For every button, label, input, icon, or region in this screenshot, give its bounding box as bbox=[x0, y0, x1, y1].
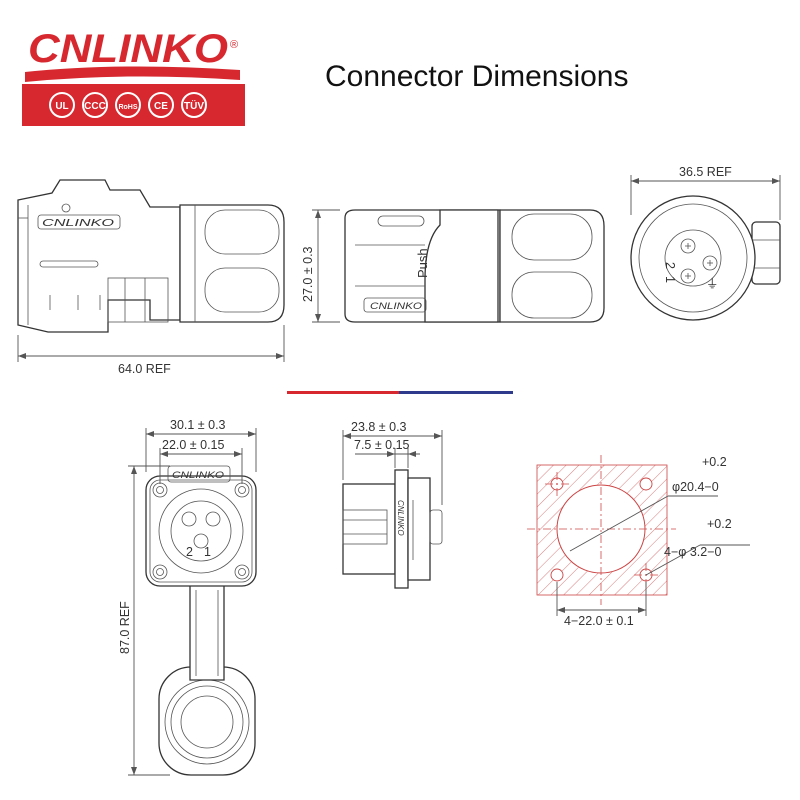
flange-inner-label: 22.0 ± 0.15 bbox=[162, 438, 225, 452]
certification-icon-1: CCC bbox=[82, 92, 108, 118]
socket-logo-label: CNLINKO bbox=[172, 470, 225, 481]
flange-outer-label: 30.1 ± 0.3 bbox=[170, 418, 226, 432]
mount-hole-callout: +0.2 4−φ 3.2−0 bbox=[645, 517, 750, 576]
panel-cutout bbox=[527, 455, 676, 605]
panel-hole-callout: +0.2 φ20.4−0 bbox=[569, 455, 727, 552]
mount-spacing-dimension: 4−22.0 ± 0.1 bbox=[556, 582, 647, 628]
face-pin-2-label: 2 bbox=[663, 262, 677, 269]
side-flange-dimension: 7.5 ± 0.15 bbox=[354, 438, 420, 468]
certification-text-4: TÜV bbox=[184, 99, 204, 112]
side-flange-label: 7.5 ± 0.15 bbox=[354, 438, 410, 452]
plug-length-label: 64.0 REF bbox=[118, 362, 171, 376]
certification-icon-2: RoHS bbox=[115, 92, 141, 118]
flange-height-dimension: 87.0 REF bbox=[118, 465, 170, 776]
certification-icon-3: CE bbox=[148, 92, 174, 118]
flange-outer-dimension: 30.1 ± 0.3 bbox=[145, 418, 257, 472]
plug-side-view: CNLINKO bbox=[17, 179, 285, 333]
mount-hole-tolerance: +0.2 bbox=[707, 517, 732, 531]
push-label: Push bbox=[415, 248, 430, 278]
divider-blue bbox=[399, 391, 513, 394]
plug-height-dimension: 27.0 ± 0.3 bbox=[301, 209, 340, 323]
certification-icon-0: UL bbox=[49, 92, 75, 118]
plug-top-view: Push CNLINKO bbox=[344, 209, 605, 323]
certification-text-3: CE bbox=[154, 101, 168, 112]
plug-height-label: 27.0 ± 0.3 bbox=[301, 246, 315, 302]
certification-text-1: CCC bbox=[84, 101, 106, 112]
certification-text-2: RoHS bbox=[118, 104, 137, 111]
certification-text-0: UL bbox=[55, 101, 68, 112]
socket-pin-2-label: 2 bbox=[186, 545, 193, 559]
plug-length-dimension: 64.0 REF bbox=[17, 325, 285, 376]
certification-icon-4: TÜV bbox=[181, 92, 207, 118]
logo-text: CNLINKO bbox=[28, 27, 228, 71]
mount-spacing-label: 4−22.0 ± 0.1 bbox=[564, 614, 634, 628]
logo-swoosh bbox=[25, 66, 240, 82]
divider-red bbox=[287, 391, 399, 394]
face-pin-1-label: 1 bbox=[663, 276, 677, 283]
top-view-logo-label: CNLINKO bbox=[370, 301, 423, 312]
registered-mark: ® bbox=[230, 39, 238, 51]
side-depth-dimension: 23.8 ± 0.3 bbox=[342, 420, 443, 505]
face-width-dimension: 36.5 REF bbox=[630, 165, 781, 220]
socket-pin-1-label: 1 bbox=[204, 545, 211, 559]
panel-hole-label: φ20.4−0 bbox=[672, 480, 719, 494]
side-logo-label: CNLINKO bbox=[396, 500, 405, 536]
socket-front-view: CNLINKO 2 1 bbox=[145, 465, 257, 776]
certification-icons: UL CCC RoHS CE TÜV bbox=[49, 92, 207, 118]
face-width-label: 36.5 REF bbox=[679, 165, 732, 179]
socket-side-view: CNLINKO bbox=[342, 469, 443, 589]
plug-front-face: 2 1 ⏚ bbox=[630, 195, 781, 321]
brand-logo: CNLINKO ® UL CCC RoHS CE TÜV bbox=[22, 27, 245, 126]
side-depth-label: 23.8 ± 0.3 bbox=[351, 420, 407, 434]
section-divider bbox=[287, 391, 513, 394]
face-ground-label: ⏚ bbox=[706, 277, 719, 291]
panel-hole-tolerance: +0.2 bbox=[702, 455, 727, 469]
flange-height-label: 87.0 REF bbox=[118, 601, 132, 654]
page-title: Connector Dimensions bbox=[325, 60, 628, 93]
plug-logo-label: CNLINKO bbox=[42, 218, 114, 229]
mount-hole-label: 4−φ 3.2−0 bbox=[664, 545, 722, 559]
